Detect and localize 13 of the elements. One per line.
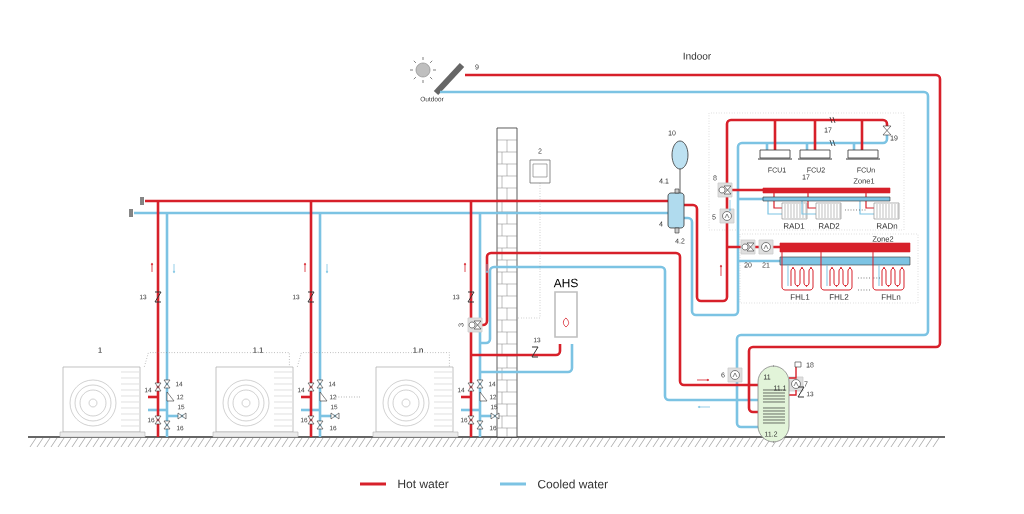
area-label: Indoor bbox=[683, 52, 711, 60]
component-label: RAD2 bbox=[819, 223, 840, 229]
component-label: FHL2 bbox=[829, 294, 849, 300]
component-label: RADn bbox=[877, 223, 898, 229]
component-label: FHLn bbox=[881, 294, 901, 300]
dotted-line bbox=[144, 352, 290, 367]
node-label: AHS bbox=[553, 278, 578, 288]
legend-label: Hot water bbox=[398, 479, 449, 489]
legend-label: Cooled water bbox=[538, 479, 608, 489]
component-label: FHL1 bbox=[790, 294, 810, 300]
auxiliary-heater: AHS bbox=[553, 278, 578, 338]
component-label: RAD1 bbox=[784, 223, 805, 229]
dotted-line bbox=[297, 352, 450, 367]
